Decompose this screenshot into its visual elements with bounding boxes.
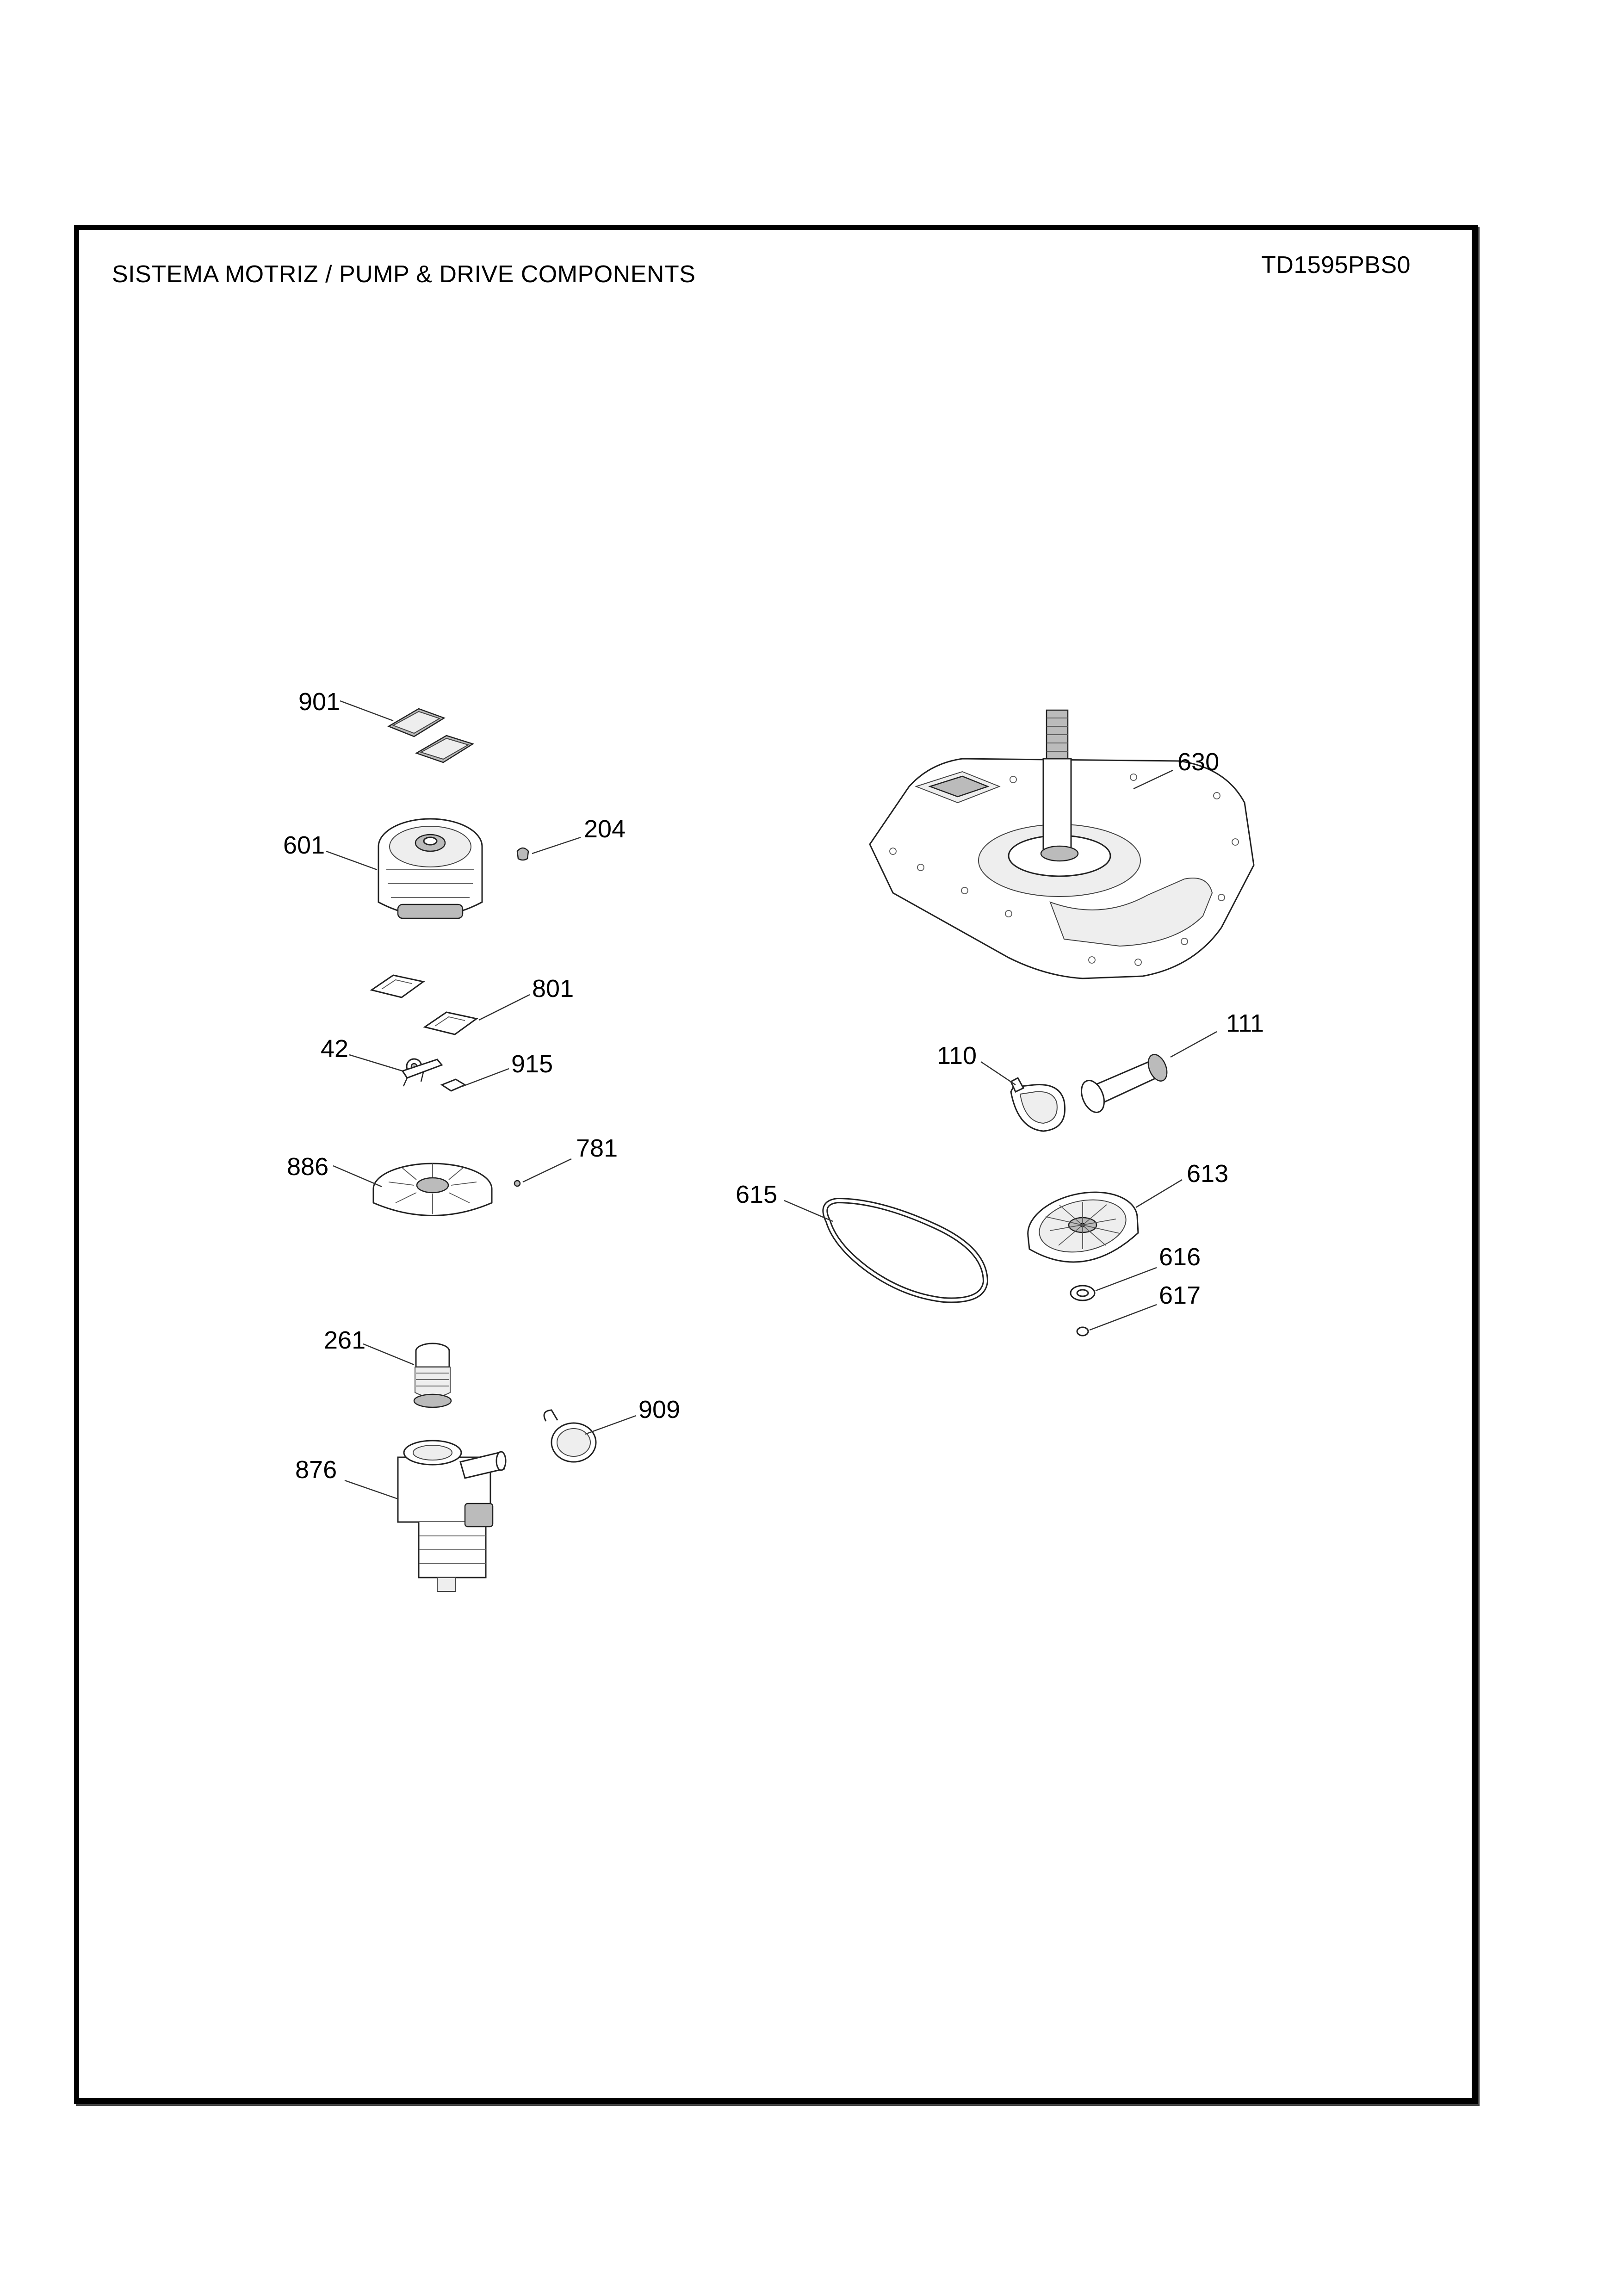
callout-617: 617 (1159, 1281, 1201, 1309)
callout-111: 111 (1226, 1009, 1264, 1037)
callout-204: 204 (584, 815, 626, 843)
leader-lines (326, 700, 1217, 1500)
callout-901: 901 (298, 688, 340, 716)
callout-630: 630 (1177, 748, 1219, 776)
part-204-clip (516, 847, 529, 861)
part-876-drain-pump (397, 1440, 507, 1592)
callout-labels: 901 601 204 801 42 915 886 781 261 909 8… (283, 688, 1264, 1484)
part-110-bracket (1010, 1077, 1065, 1132)
callout-616: 616 (1159, 1243, 1201, 1271)
part-915-spring-clip (440, 1078, 467, 1092)
callout-42: 42 (321, 1035, 348, 1063)
callout-801: 801 (532, 975, 574, 1003)
sheet-title: SISTEMA MOTRIZ / PUMP & DRIVE COMPONENTS (112, 261, 696, 288)
part-261-filter (413, 1343, 452, 1408)
part-781-nut (514, 1180, 521, 1187)
callout-909: 909 (638, 1396, 680, 1423)
callout-781: 781 (576, 1134, 618, 1162)
callout-110: 110 (937, 1042, 977, 1070)
callout-876: 876 (295, 1456, 337, 1484)
part-630-base-plate (869, 709, 1255, 979)
part-801-covers (370, 974, 478, 1035)
part-901-motor-pads (387, 708, 474, 763)
part-616-washer (1070, 1285, 1096, 1301)
part-111-capacitor (1081, 1054, 1168, 1113)
part-617-nut (1076, 1326, 1089, 1337)
part-886-fan (372, 1163, 493, 1216)
callout-613: 613 (1187, 1160, 1228, 1188)
part-613-pulley (1027, 1191, 1139, 1263)
callout-615: 615 (736, 1181, 777, 1208)
part-615-belt (822, 1197, 989, 1303)
drawing-frame (74, 225, 1478, 2104)
part-601-motor (378, 818, 483, 919)
callout-915: 915 (511, 1050, 553, 1078)
callout-886: 886 (287, 1153, 328, 1181)
callout-601: 601 (283, 831, 325, 859)
part-42-protector (401, 1058, 443, 1087)
callout-261: 261 (324, 1326, 365, 1354)
part-909-clamp (543, 1409, 597, 1463)
model-number: TD1595PBS0 (1261, 252, 1411, 278)
